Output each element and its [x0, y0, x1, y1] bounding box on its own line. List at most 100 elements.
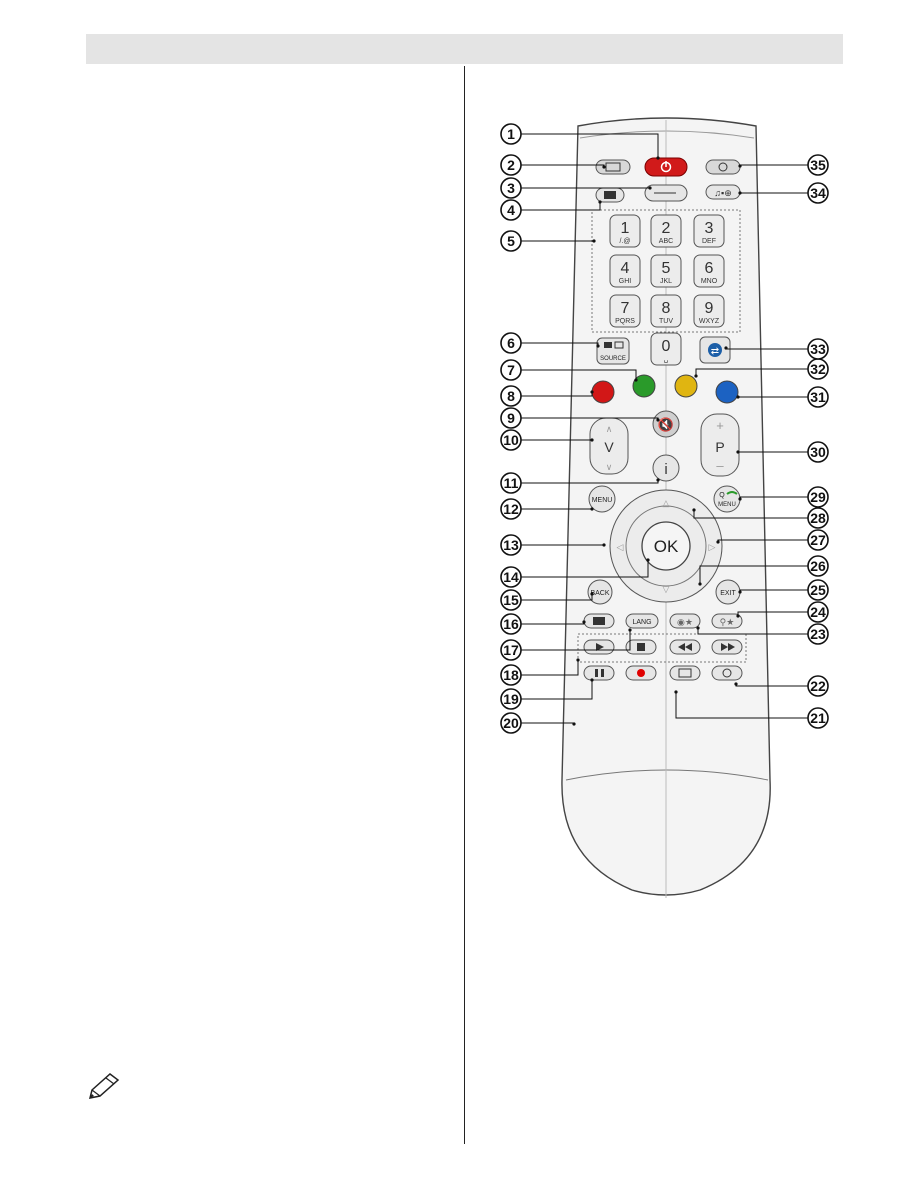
callout-24: 24	[807, 601, 829, 623]
svg-text:♫▪⊕: ♫▪⊕	[714, 188, 731, 198]
record-button[interactable]	[625, 665, 657, 681]
globe-button[interactable]	[705, 159, 741, 175]
qmenu-button[interactable]: Q MENU	[713, 485, 741, 513]
leader-dot-26	[698, 582, 702, 586]
ok-button[interactable]: OK	[641, 521, 691, 571]
remote-bottom-curve	[565, 769, 769, 781]
swap-button[interactable]: ⇄	[699, 336, 731, 364]
play-button[interactable]	[583, 639, 615, 655]
red-button[interactable]	[591, 380, 615, 404]
callout-number: 20	[503, 715, 519, 731]
menu-button[interactable]: MENU	[588, 485, 616, 513]
program-rocker[interactable]: + P –	[700, 413, 740, 477]
leader-dot-13	[602, 543, 606, 547]
callout-number: 4	[507, 202, 515, 218]
callout-12: 12	[500, 498, 522, 520]
keypad-letters: TUV	[659, 318, 673, 325]
tv-button[interactable]	[595, 159, 631, 175]
keypad-digit: 0	[662, 338, 671, 355]
callout-23: 23	[807, 623, 829, 645]
keypad-letters: ABC	[659, 238, 673, 245]
leader-line-14	[521, 560, 649, 578]
leader-dot-18	[576, 658, 580, 662]
subtitle-button[interactable]	[583, 613, 615, 629]
leader-dot-16	[582, 620, 586, 624]
keypad-letters: MNO	[701, 278, 718, 285]
search-favourites-button[interactable]: ⚲★	[711, 613, 743, 629]
leader-dot-1	[656, 156, 660, 160]
leader-dot-25	[738, 590, 742, 594]
info-button[interactable]: i	[652, 454, 680, 482]
stop-button[interactable]	[625, 639, 657, 655]
keypad-digit: 7	[621, 300, 630, 317]
callout-number: 7	[507, 362, 515, 378]
callout-number: 26	[810, 558, 826, 574]
leader-line-32	[695, 368, 808, 376]
callout-26: 26	[807, 555, 829, 577]
rewind-button[interactable]	[669, 639, 701, 655]
keypad-digit: 8	[662, 300, 671, 317]
mute-button[interactable]: 🔇	[652, 410, 680, 438]
leader-dot-21	[674, 690, 678, 694]
pause-button[interactable]	[583, 665, 615, 681]
callout-5: 5	[500, 230, 522, 252]
callout-30: 30	[807, 441, 829, 463]
callout-number: 30	[810, 444, 826, 460]
leader-line-4	[521, 202, 601, 211]
callout-29: 29	[807, 486, 829, 508]
info-label: i	[664, 461, 667, 478]
image-size-button[interactable]	[669, 665, 701, 681]
leader-dot-7	[634, 378, 638, 382]
power-button[interactable]	[644, 157, 688, 177]
yellow-button[interactable]	[674, 374, 698, 398]
fast-forward-button[interactable]	[711, 639, 743, 655]
pencil-icon	[88, 1073, 120, 1099]
ok-label: OK	[654, 537, 679, 556]
callout-16: 16	[500, 613, 522, 635]
back-button[interactable]: BACK	[587, 579, 613, 605]
screen-button[interactable]	[711, 665, 743, 681]
source-button[interactable]: SOURCE	[596, 337, 630, 365]
blue-button[interactable]	[715, 380, 739, 404]
volume-label: V	[604, 439, 614, 455]
keypad-letters: WXYZ	[699, 318, 720, 325]
leader-dot-10	[590, 438, 594, 442]
volume-rocker[interactable]: ∧ V ∨	[589, 417, 629, 475]
leader-dot-6	[596, 344, 600, 348]
volume-up-icon: ∧	[606, 424, 613, 434]
keypad-letters: PQRS	[615, 318, 635, 325]
teletext-button[interactable]	[595, 187, 625, 203]
callout-14: 14	[500, 566, 522, 588]
leader-dot-22	[734, 682, 738, 686]
epg-button[interactable]	[644, 184, 688, 202]
callout-number: 16	[503, 616, 519, 632]
keypad-button-0[interactable]: 0␣	[650, 332, 682, 366]
qmenu-q-label: Q	[719, 492, 725, 499]
green-button[interactable]	[632, 374, 656, 398]
favourites-button[interactable]: ◉★	[669, 613, 701, 629]
back-label: BACK	[590, 590, 609, 597]
media-browser-button[interactable]: ♫▪⊕	[705, 184, 741, 200]
callout-number: 33	[810, 341, 826, 357]
callout-18: 18	[500, 664, 522, 686]
callout-number: 12	[503, 501, 519, 517]
lang-button[interactable]: LANG	[625, 613, 659, 629]
callout-22: 22	[807, 675, 829, 697]
callout-number: 28	[810, 510, 826, 526]
callout-number: 10	[503, 432, 519, 448]
keypad-button-1[interactable]: 1/.@	[609, 214, 641, 248]
callout-28: 28	[807, 507, 829, 529]
leader-dot-34	[738, 191, 742, 195]
callout-7: 7	[500, 359, 522, 381]
leader-dot-4	[598, 200, 602, 204]
exit-button[interactable]: EXIT	[715, 579, 741, 605]
